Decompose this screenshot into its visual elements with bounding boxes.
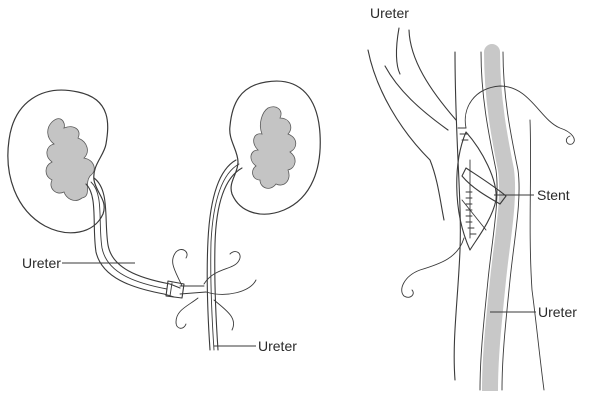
right-panel: Ureter Stent Ureter xyxy=(368,5,577,390)
label-ureter-bottom: Ureter xyxy=(258,338,297,354)
label-ureter-left: Ureter xyxy=(22,255,61,271)
right-kidney xyxy=(230,81,321,214)
anastomosis-joint xyxy=(166,281,206,298)
label-ureter-top: Ureter xyxy=(370,5,409,21)
label-stent: Stent xyxy=(537,187,570,203)
stitch-marks xyxy=(466,192,476,234)
label-ureter-right: Ureter xyxy=(538,304,577,320)
upper-ureter xyxy=(368,28,456,220)
left-kidney xyxy=(8,90,108,233)
left-panel: Ureter Ureter xyxy=(8,81,320,354)
